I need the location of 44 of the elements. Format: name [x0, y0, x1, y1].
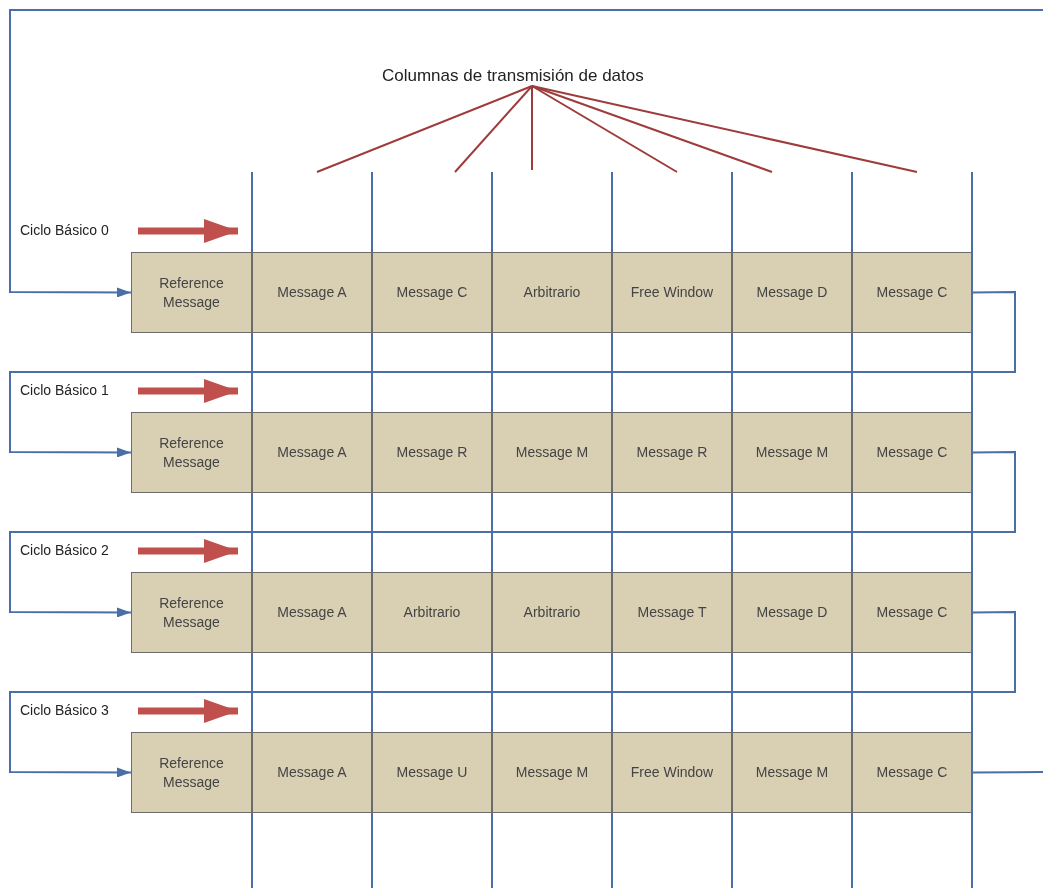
leader-line — [454, 85, 533, 173]
leader-line — [531, 85, 773, 173]
message-slot: Message R — [612, 412, 732, 493]
message-slot: Message C — [852, 732, 972, 813]
leader-line — [531, 85, 533, 171]
message-slot: Message A — [252, 732, 372, 813]
arrow — [9, 291, 1016, 458]
message-slot: Message T — [612, 572, 732, 653]
message-slot: Message R — [372, 412, 492, 493]
cycle-label: Ciclo Básico 0 — [20, 222, 138, 240]
message-slot: Free Window — [612, 732, 732, 813]
message-slot: Message D — [732, 252, 852, 333]
message-slot: Message D — [732, 572, 852, 653]
message-slot: Arbitrario — [492, 252, 612, 333]
heading: Columnas de transmisión de datos — [382, 66, 644, 86]
leader-line — [316, 85, 533, 173]
message-slot: Message C — [372, 252, 492, 333]
message-slot: Message C — [852, 572, 972, 653]
message-slot: Reference Message — [131, 732, 252, 813]
message-slot: Arbitrario — [492, 572, 612, 653]
message-slot: Message M — [492, 732, 612, 813]
message-slot: Message C — [852, 412, 972, 493]
message-slot: Message A — [252, 412, 372, 493]
arrow — [9, 9, 1043, 298]
message-slot: Message M — [492, 412, 612, 493]
message-slot: Message A — [252, 572, 372, 653]
message-slot: Arbitrario — [372, 572, 492, 653]
message-slot: Free Window — [612, 252, 732, 333]
message-slot: Reference Message — [131, 252, 252, 333]
message-slot: Message C — [852, 252, 972, 333]
message-slot: Message M — [732, 412, 852, 493]
message-slot: Message M — [732, 732, 852, 813]
message-slot: Message A — [252, 252, 372, 333]
message-slot: Message U — [372, 732, 492, 813]
arrow — [9, 451, 1016, 618]
cycle-label: Ciclo Básico 2 — [20, 542, 138, 560]
leader-line — [531, 85, 918, 173]
arrow — [9, 611, 1016, 778]
message-slot: Reference Message — [131, 572, 252, 653]
connector-line — [971, 771, 1043, 774]
cycle-label: Ciclo Básico 1 — [20, 382, 138, 400]
message-slot: Reference Message — [131, 412, 252, 493]
leader-line — [531, 85, 678, 173]
cycle-label: Ciclo Básico 3 — [20, 702, 138, 720]
